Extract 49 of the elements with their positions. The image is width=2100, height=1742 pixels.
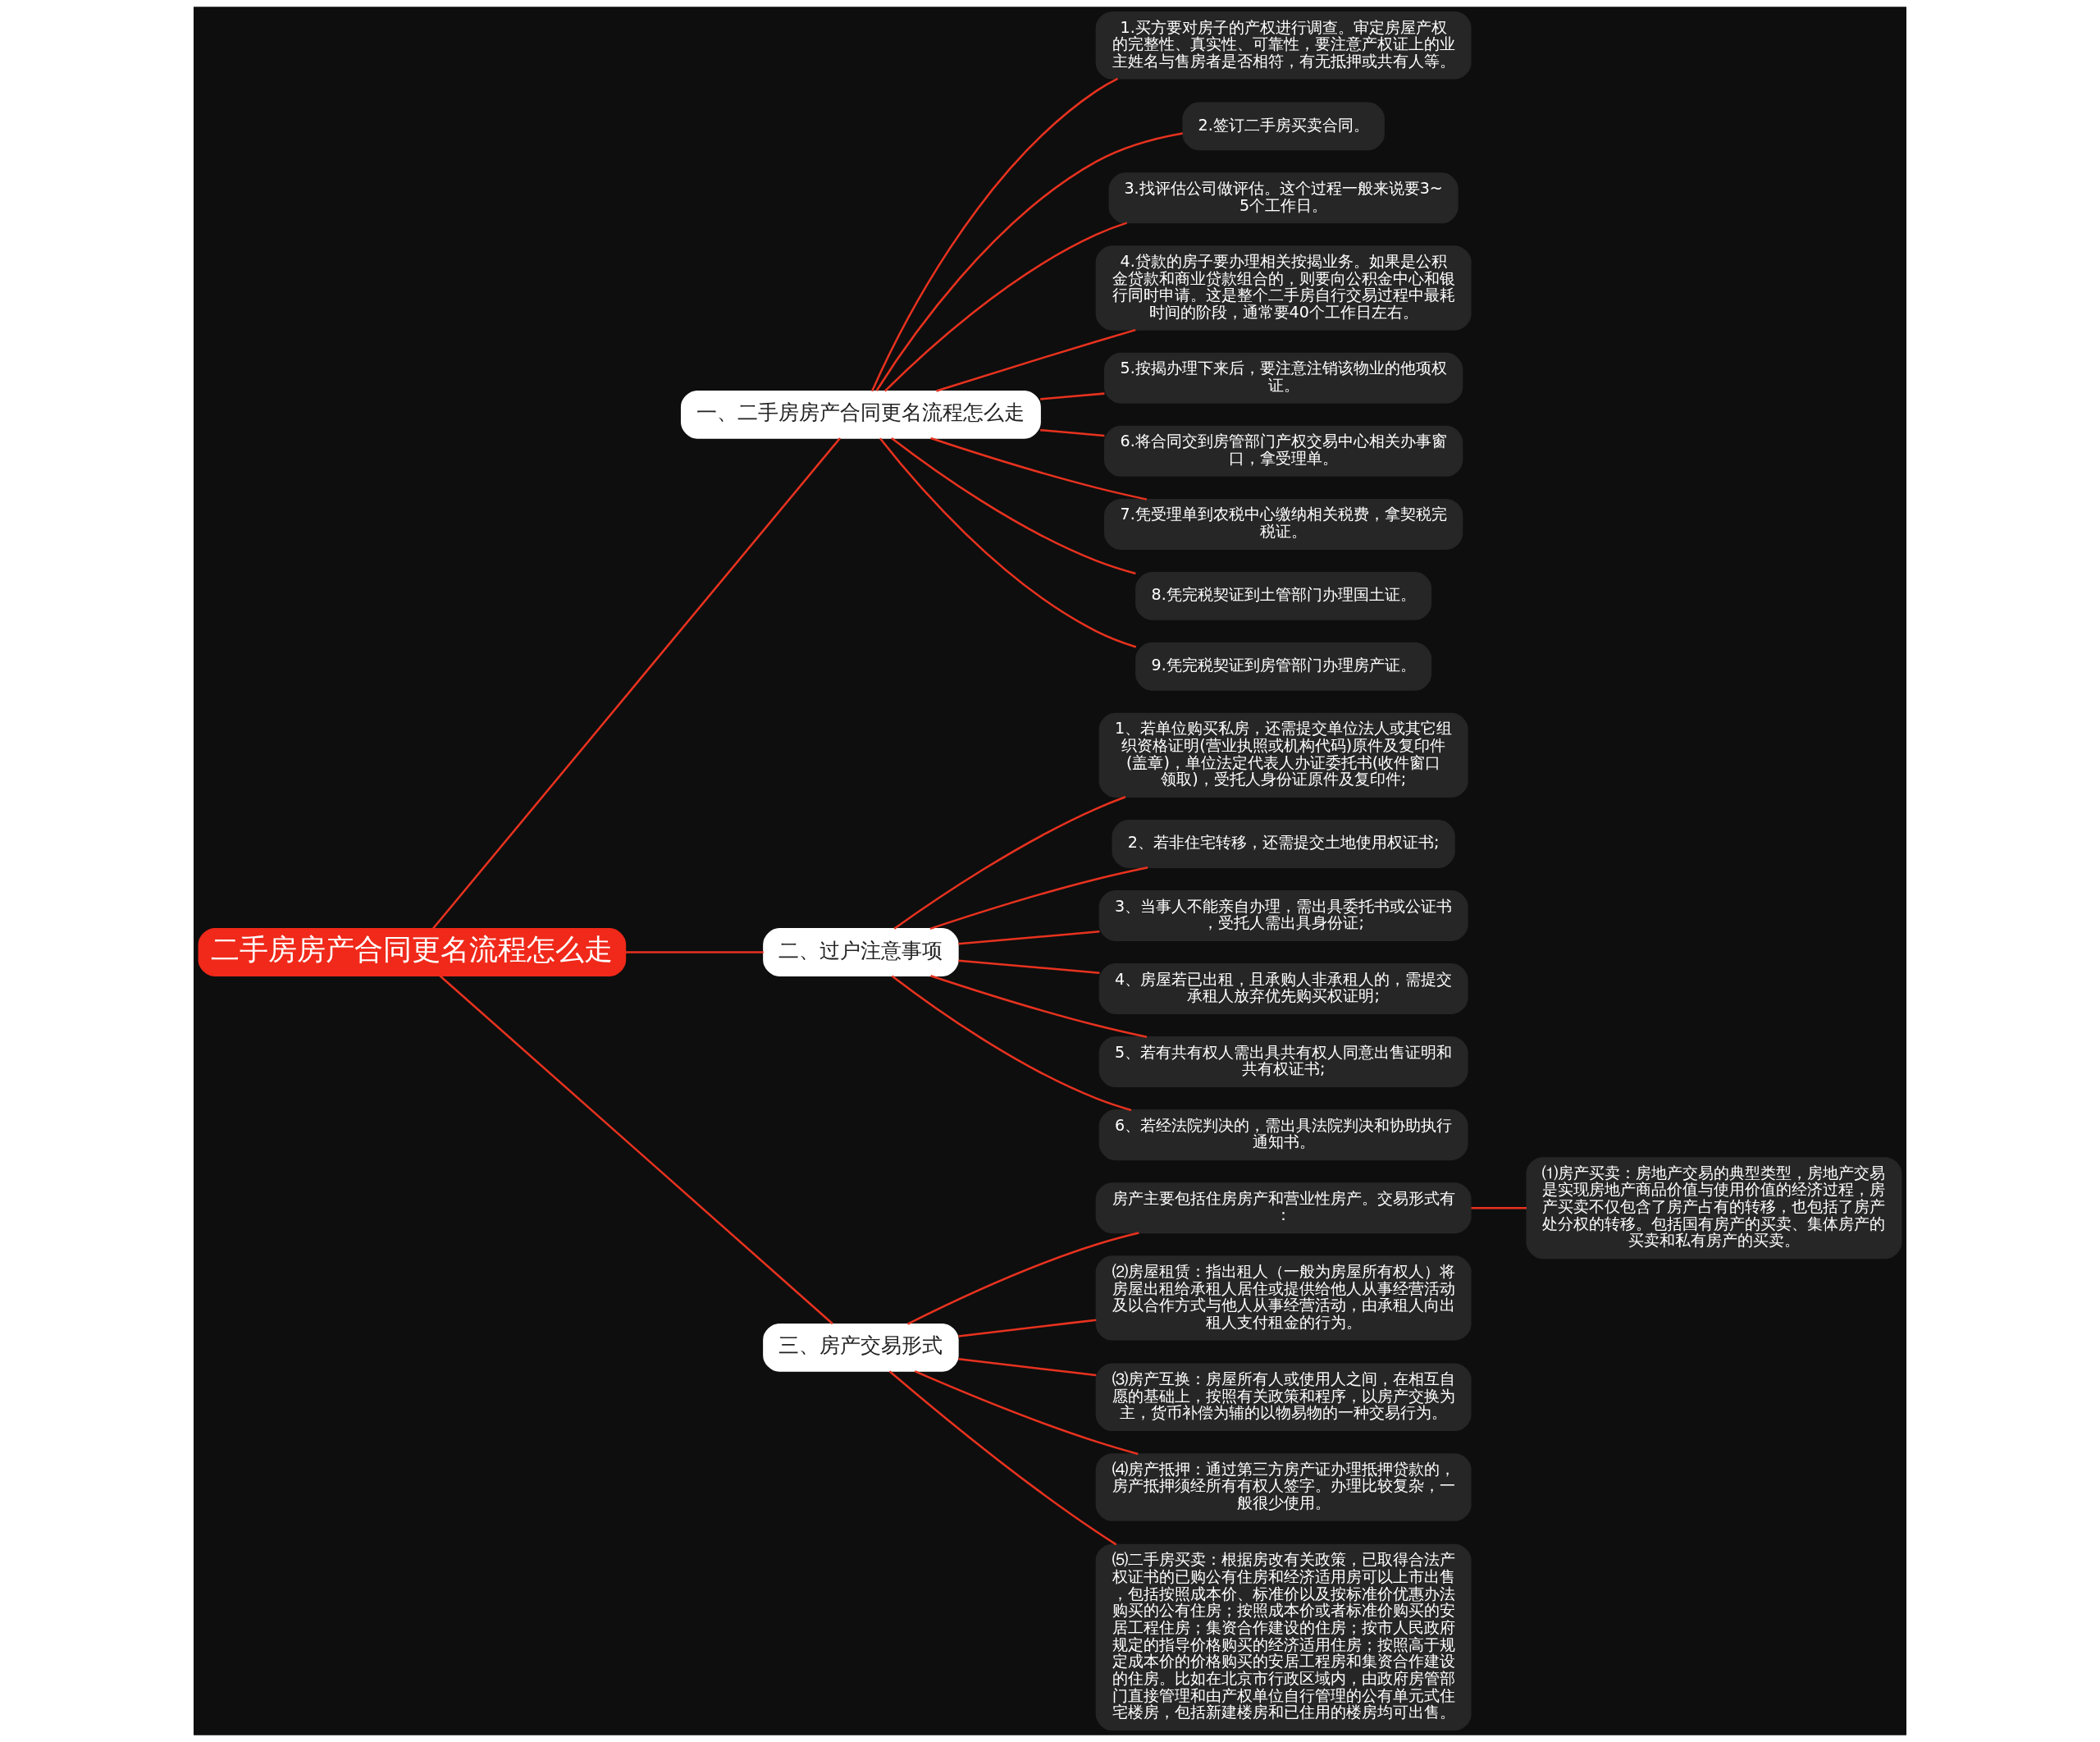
connector bbox=[958, 1319, 1097, 1337]
node-box: 7.凭受理单到农税中心缴纳相关税费，拿契税完税证。 bbox=[1104, 498, 1463, 550]
node-box: 二手房房产合同更名流程怎么走 bbox=[198, 928, 627, 976]
connector bbox=[883, 222, 1128, 392]
connector bbox=[958, 1357, 1097, 1377]
connector bbox=[879, 437, 1137, 648]
node-box: 4、房屋若已出租，且承购人非承租人的，需提交承租人放弃优先购买权证明; bbox=[1098, 963, 1468, 1015]
node-box: ⑴房产买卖：房地产交易的典型类型，房地产交易是实现房地产商品价值与使用价值的经济过程，房产买卖不仅包含了房产占有的转移，也包括了房产处分权的转移。包括国有房产的买卖、集体房产的买卖和私有房产的买卖。 bbox=[1526, 1157, 1902, 1260]
connector bbox=[930, 975, 1148, 1039]
connector bbox=[1471, 1206, 1527, 1209]
node-box: 3、当事人不能亲自办理，需出具委托书或公证书，受托人需出具身份证; bbox=[1098, 889, 1468, 941]
connector bbox=[958, 930, 1100, 945]
connector bbox=[439, 975, 833, 1325]
node-box: 5、若有共有权人需出具共有权人同意出售证明和共有权证书; bbox=[1098, 1036, 1468, 1088]
node-box: 三、房产交易形式 bbox=[763, 1323, 959, 1372]
node-box: ⑶房产互换：房屋所有人或使用人之间，在相互自愿的基础上，按照有关政策和程序，以房产交换为主，货币补偿为辅的以物易物的一种交易行为。 bbox=[1095, 1363, 1472, 1432]
connector bbox=[891, 437, 1136, 575]
connector bbox=[1040, 428, 1105, 437]
connector bbox=[891, 975, 1132, 1112]
connector bbox=[906, 1232, 1139, 1325]
node-box: 2、若非住宅转移，还需提交土地使用权证书; bbox=[1112, 820, 1455, 868]
node-box: ⑵房屋租赁：指出租人（一般为房屋所有权人）将房屋出租给承租人居住或提供给他人从事经营活动及以合作方式与他人从事经营活动，由承租人向出租人支付租金的行为。 bbox=[1095, 1255, 1472, 1341]
node-box: 9.凭完税契证到房管部门办理房产证。 bbox=[1135, 642, 1432, 691]
connector bbox=[893, 796, 1126, 930]
node-box: ⑷房产抵押：通过第三方房产证办理抵押贷款的，房产抵押须经所有有权人签字。办理比较复杂，一般很少使用。 bbox=[1095, 1453, 1472, 1521]
connector bbox=[958, 959, 1100, 974]
connector bbox=[930, 437, 1148, 501]
node-box: 5.按揭办理下来后，要注意注销该物业的他项权证。 bbox=[1104, 352, 1463, 404]
node-box: ⑸二手房买卖：根据房改有关政策，已取得合法产权证书的已购公有住房和经济适用房可以上市出售，包括按照成本价、标准价以及按标准价优惠办法购买的公有住房；按照成本价或者标准价购买的安居工程住房；集资合作建设的住房；按市人民政府规定的指导价格购买的经济适用住房；按照高于规定成本价的价格购买的安居工程房和集资合作建设的住房。比如在北京市行政区域内，由政府房管部门直接管理和由产权单位自行管理的公有单元式住宅楼房，包括新建楼房和已住用的楼房均可出售。 bbox=[1095, 1543, 1472, 1731]
connector bbox=[875, 132, 1183, 391]
connector bbox=[888, 1370, 1117, 1546]
connector bbox=[625, 951, 764, 953]
node-box: 2.签订二手房买卖合同。 bbox=[1182, 102, 1385, 151]
node-box: 二、过户注意事项 bbox=[763, 928, 959, 976]
node-box: 6.将合同交到房管部门产权交易中心相关办事窗口，拿受理单。 bbox=[1104, 425, 1463, 477]
node-box: 3.找评估公司做评估。这个过程一般来说要3~5个工作日。 bbox=[1108, 172, 1459, 224]
connector bbox=[870, 77, 1119, 392]
node-box: 6、若经法院判决的，需出具法院判决和协助执行通知书。 bbox=[1098, 1109, 1468, 1161]
node-box: 房产主要包括住房房产和营业性房产。交易形式有： bbox=[1095, 1182, 1472, 1234]
node-box: 一、二手房房产合同更名流程怎么走 bbox=[680, 390, 1041, 439]
node-box: 1、若单位购买私房，还需提交单位法人或其它组织资格证明(营业执照或机构代码)原件及复印件(盖章)，单位法定代表人办证委托书(收件窗口领取)，受托人身份证原件及复印件; bbox=[1098, 712, 1468, 798]
connector bbox=[1040, 392, 1105, 400]
node-box: 8.凭完税契证到土管部门办理国土证。 bbox=[1135, 571, 1432, 620]
connector bbox=[432, 437, 841, 930]
node-box: 1.买方要对房子的产权进行调查。审定房屋产权的完整性、真实性、可靠性，要注意产权证上的业主姓名与售房者是否相符，有无抵押或共有人等。 bbox=[1095, 11, 1472, 80]
connector bbox=[936, 328, 1136, 392]
connector bbox=[914, 1369, 1139, 1456]
node-box: 4.贷款的房子要办理相关按揭业务。如果是公积金贷款和商业贷款组合的，则要向公积金中心和银行同时申请。这是整个二手房自行交易过程中最耗时间的阶段，通常要40个工作日左右。 bbox=[1095, 245, 1472, 331]
connector bbox=[929, 866, 1148, 930]
